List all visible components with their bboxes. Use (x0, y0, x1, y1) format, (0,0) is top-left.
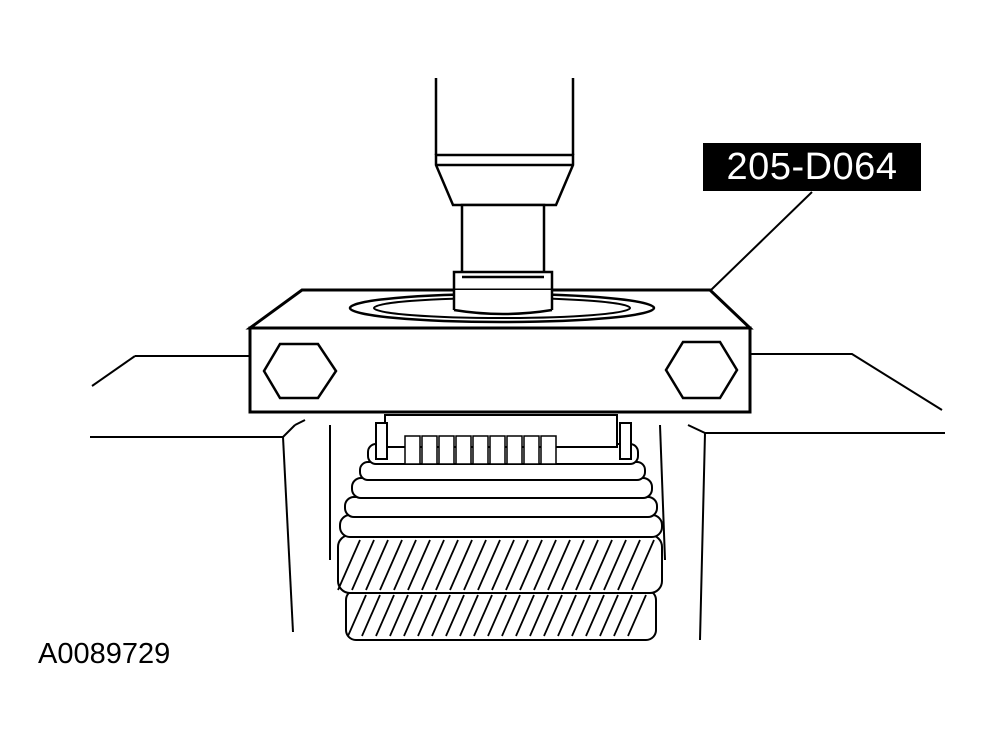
hub-spline (472, 435, 489, 465)
gear-tooth (375, 594, 395, 637)
gear-tooth (529, 594, 549, 637)
gear-tooth (613, 594, 633, 637)
gear-tooth (351, 539, 375, 591)
gear-tooth (543, 594, 563, 637)
gear-tooth (571, 594, 591, 637)
gear-tooth (459, 594, 479, 637)
gear-tooth (477, 539, 501, 591)
callout-leader-line (710, 191, 813, 291)
gear-tooth (417, 594, 437, 637)
gear-tooth (599, 594, 619, 637)
gear-tooth (519, 539, 543, 591)
hub-spline (455, 435, 472, 465)
press-ram (434, 78, 575, 310)
hub-spline (506, 435, 523, 465)
tool-number-callout: 205-D064 (703, 143, 921, 191)
gear-tooth (337, 539, 361, 591)
hex-bolt-left (262, 342, 338, 400)
gear-tooth (585, 594, 605, 637)
gear-tooth (445, 594, 465, 637)
gear-tooth (561, 539, 585, 591)
gear-tooth (361, 594, 381, 637)
hub-spline (404, 435, 421, 465)
hub-spline (489, 435, 506, 465)
gear-teeth (337, 539, 655, 637)
hex-bolt-right (664, 340, 739, 400)
gear-tooth (627, 594, 647, 637)
gear-tooth (575, 539, 599, 591)
hub-spline (438, 435, 455, 465)
installer-plate (245, 288, 754, 414)
gear-tooth (617, 539, 641, 591)
gear-tooth (403, 594, 423, 637)
gear-tooth (487, 594, 507, 637)
gear-tooth (393, 539, 417, 591)
gear-tooth (365, 539, 389, 591)
hub-splines (404, 435, 557, 465)
gear-tooth (557, 594, 577, 637)
gear-tooth (631, 539, 655, 591)
gear-tooth (603, 539, 627, 591)
hub-spline (540, 435, 557, 465)
gear-tooth (435, 539, 459, 591)
hub-spline (421, 435, 438, 465)
gear-tooth (421, 539, 445, 591)
hub-spline (523, 435, 540, 465)
gear-tooth (473, 594, 493, 637)
gear-tooth (547, 539, 571, 591)
gear-tooth (491, 539, 515, 591)
gear-tooth (449, 539, 473, 591)
gear-tooth (389, 594, 409, 637)
gear-tooth (407, 539, 431, 591)
gear-tooth (463, 539, 487, 591)
gear-tooth (589, 539, 613, 591)
gear-tooth (533, 539, 557, 591)
gear-tooth (431, 594, 451, 637)
press-bed-fixture (90, 353, 945, 641)
gear-tooth (501, 594, 521, 637)
figure-id: A0089729 (38, 638, 171, 670)
gear-tooth (515, 594, 535, 637)
gear-tooth (379, 539, 403, 591)
gear-tooth (505, 539, 529, 591)
gear-tooth (347, 594, 367, 637)
